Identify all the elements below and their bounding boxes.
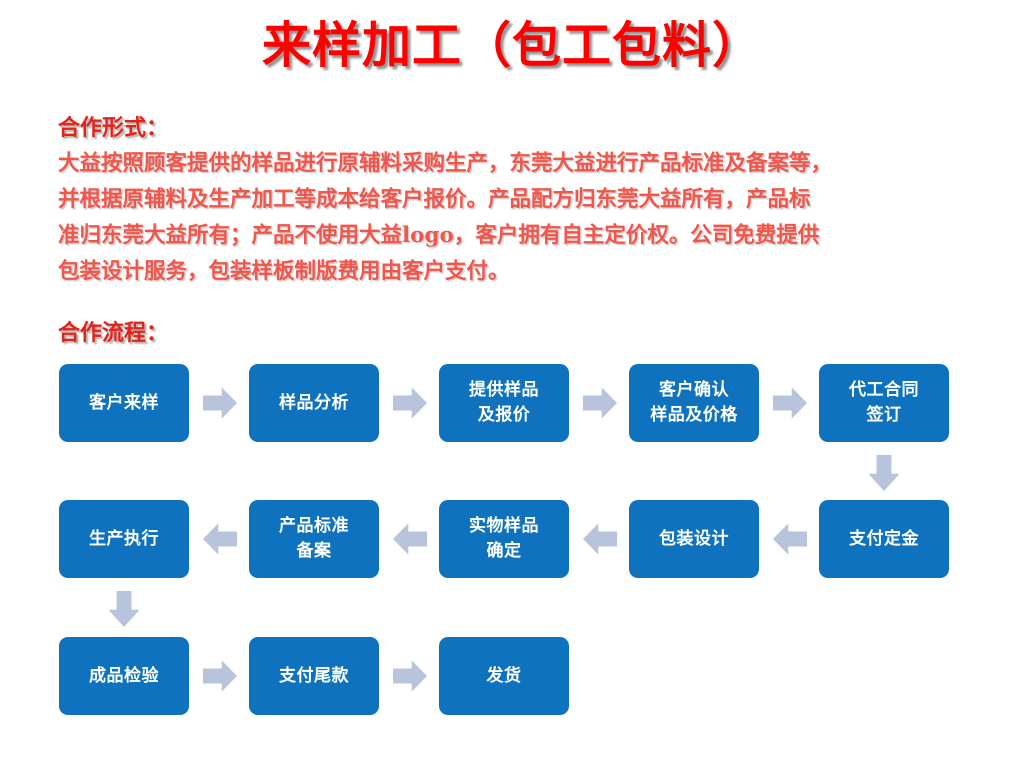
flow-node-customer-sample[interactable]: 客户来样 xyxy=(59,364,189,442)
page-title: 来样加工（包工包料） xyxy=(261,16,762,74)
slide-title-bar: 来样加工（包工包料） xyxy=(0,18,1024,73)
paragraph-line-4: 包装设计服务，包装样板制版费用由客户支付。 xyxy=(58,259,510,284)
flow-node-label: 样品分析 xyxy=(279,392,349,413)
flow-node-label: 生产执行 xyxy=(89,528,159,549)
paragraph-line-3: 准归东莞大益所有；产品不使用大益logo，客户拥有自主定价权。公司免费提供 xyxy=(58,223,820,248)
arrow-down-icon-right xyxy=(868,455,900,491)
arrow-down-icon-left xyxy=(108,591,140,627)
cooperation-flow-heading: 合作流程： xyxy=(58,321,169,346)
paragraph-line-2: 并根据原辅料及生产加工等成本给客户报价。产品配方归东莞大益所有，产品标 xyxy=(58,187,811,212)
flow-node-oem-contract[interactable]: 代工合同 签订 xyxy=(819,364,949,442)
flow-node-label: 支付定金 xyxy=(849,528,919,549)
flow-node-customer-confirm[interactable]: 客户确认 样品及价格 xyxy=(629,364,759,442)
flow-node-label: 成品检验 xyxy=(89,665,159,686)
arrow-right-icon xyxy=(393,660,427,692)
flow-node-label: 代工合同 签订 xyxy=(849,380,919,425)
arrow-left-icon xyxy=(393,523,427,555)
flow-node-shipment[interactable]: 发货 xyxy=(439,637,569,715)
flow-node-physical-sample-confirm[interactable]: 实物样品 确定 xyxy=(439,500,569,578)
flow-node-label: 发货 xyxy=(486,665,522,686)
arrow-left-icon xyxy=(773,523,807,555)
flow-node-packaging-design[interactable]: 包装设计 xyxy=(629,500,759,578)
flow-node-pay-balance[interactable]: 支付尾款 xyxy=(249,637,379,715)
arrow-left-icon xyxy=(583,523,617,555)
flow-node-production-execution[interactable]: 生产执行 xyxy=(59,500,189,578)
flow-node-label: 提供样品 及报价 xyxy=(469,380,539,425)
cooperation-form-paragraph: 大益按照顾客提供的样品进行原辅料采购生产，东莞大益进行产品标准及备案等， 并根据… xyxy=(58,146,978,290)
arrow-right-icon xyxy=(203,660,237,692)
flow-node-sample-analysis[interactable]: 样品分析 xyxy=(249,364,379,442)
flow-node-provide-sample-quote[interactable]: 提供样品 及报价 xyxy=(439,364,569,442)
flow-node-label: 客户确认 样品及价格 xyxy=(650,380,738,425)
arrow-right-icon xyxy=(203,387,237,419)
flow-node-label: 客户来样 xyxy=(89,392,159,413)
flow-node-pay-deposit[interactable]: 支付定金 xyxy=(819,500,949,578)
arrow-right-icon xyxy=(393,387,427,419)
arrow-right-icon xyxy=(583,387,617,419)
flow-node-label: 包装设计 xyxy=(659,528,729,549)
flow-node-label: 实物样品 确定 xyxy=(469,516,539,561)
arrow-left-icon xyxy=(203,523,237,555)
flow-node-label: 支付尾款 xyxy=(279,665,349,686)
arrow-right-icon xyxy=(773,387,807,419)
cooperation-form-heading: 合作形式： xyxy=(58,116,169,141)
flow-node-product-standard-filing[interactable]: 产品标准 备案 xyxy=(249,500,379,578)
flow-node-finished-product-inspection[interactable]: 成品检验 xyxy=(59,637,189,715)
paragraph-line-1: 大益按照顾客提供的样品进行原辅料采购生产，东莞大益进行产品标准及备案等， xyxy=(58,151,833,176)
flow-node-label: 产品标准 备案 xyxy=(279,516,349,561)
